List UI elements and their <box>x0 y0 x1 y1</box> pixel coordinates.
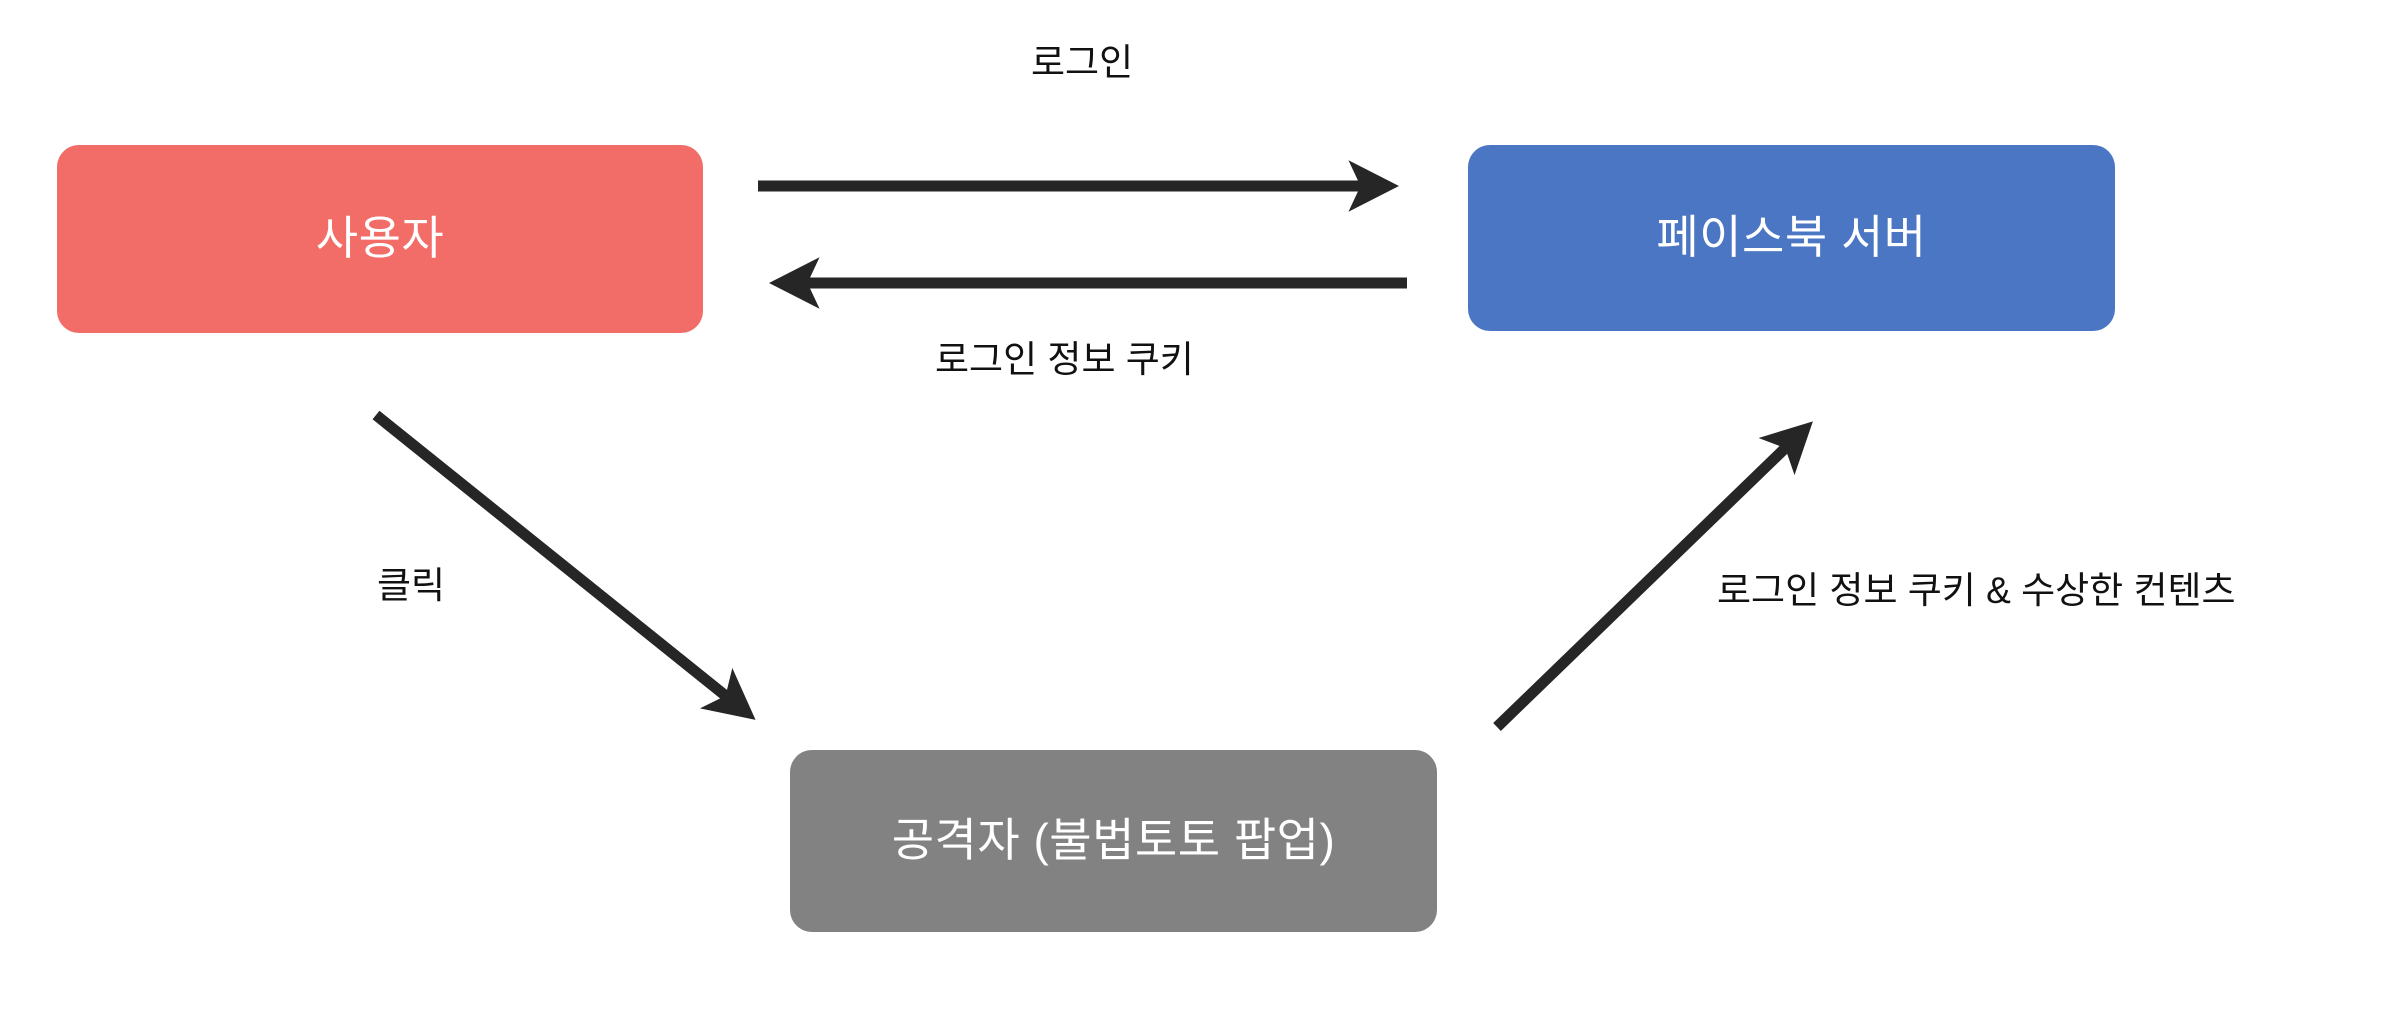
node-user[interactable]: 사용자 <box>57 145 703 333</box>
node-attacker[interactable]: 공격자 (불법토토 팝업) <box>790 750 1437 932</box>
node-facebook-server[interactable]: 페이스북 서버 <box>1468 145 2115 331</box>
edge-label-cookie-and-content: 로그인 정보 쿠키 & 수상한 컨텐츠 <box>1717 570 2236 611</box>
edge-label-login: 로그인 <box>1031 42 1134 83</box>
edge-label-click: 클릭 <box>377 565 446 606</box>
edge-label-login-cookie: 로그인 정보 쿠키 <box>935 339 1194 380</box>
